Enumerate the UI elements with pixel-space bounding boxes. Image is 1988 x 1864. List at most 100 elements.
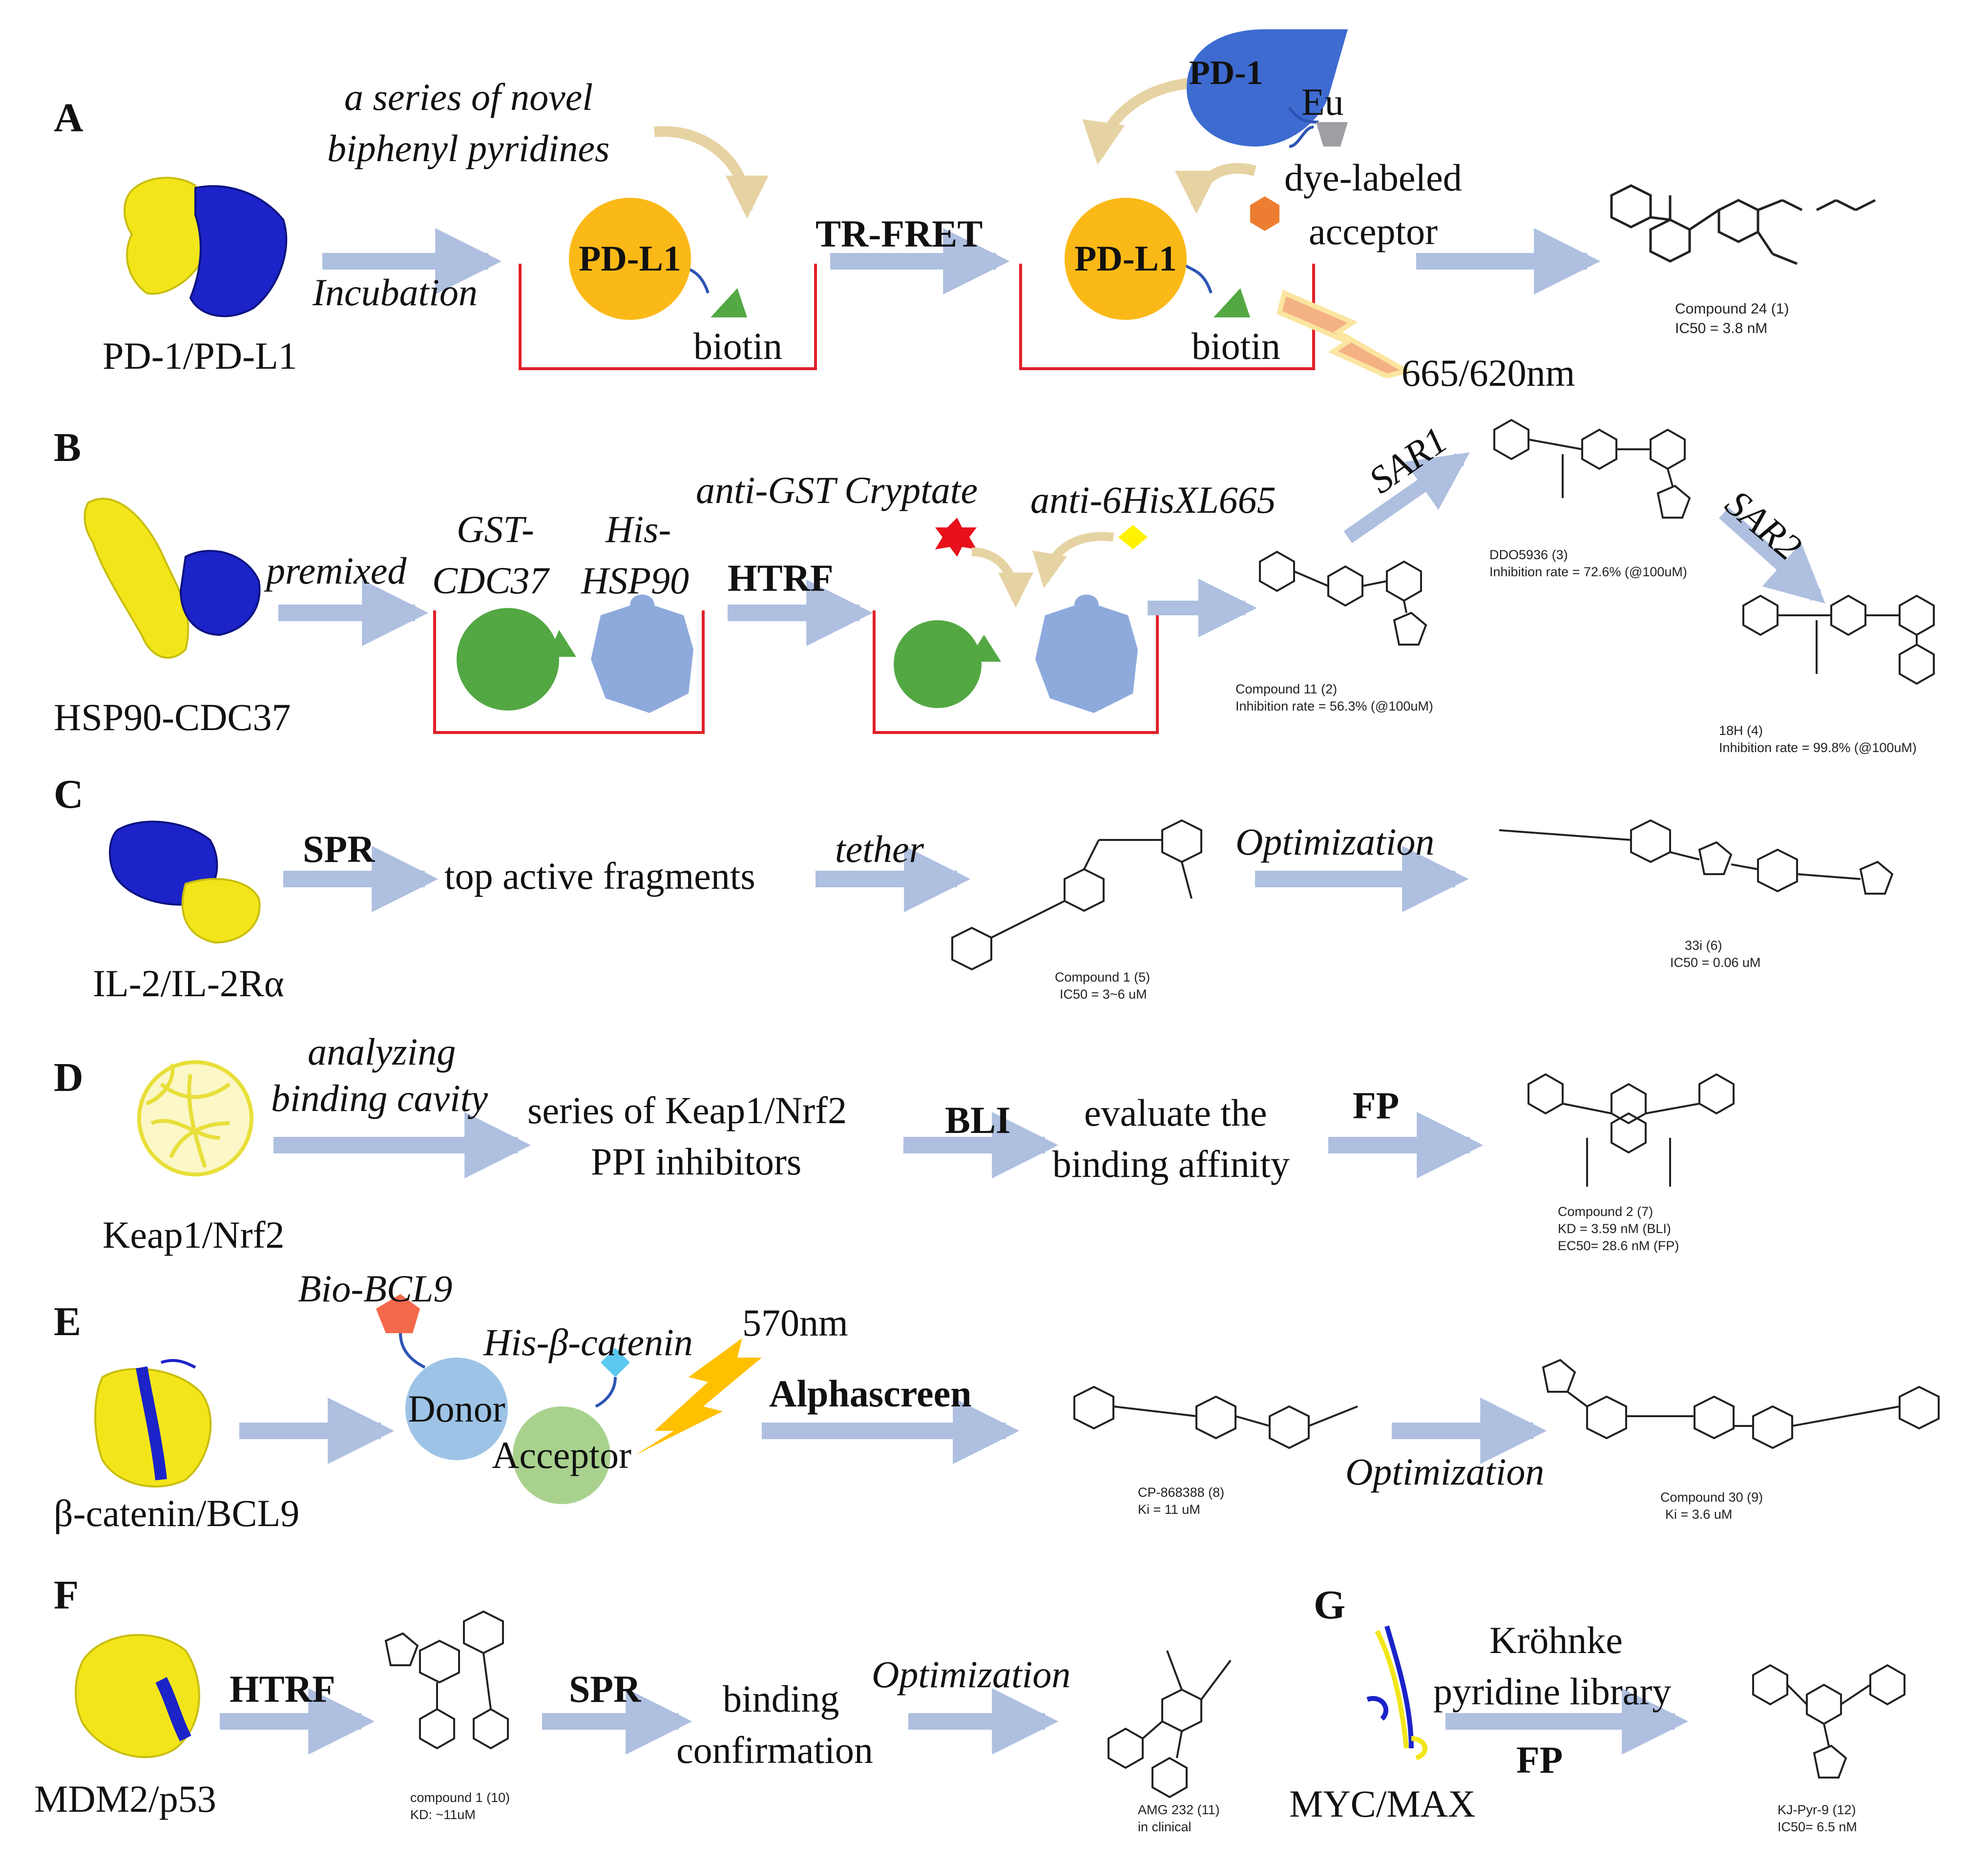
compound-9-name: Compound 30 (9) xyxy=(1660,1490,1763,1505)
panel-a-ligand-line1: a series of novel xyxy=(344,76,593,118)
krohnke-line2: pyridine library xyxy=(1433,1670,1672,1713)
donor-bead: Donor xyxy=(405,1358,508,1460)
panel-b-letter: B xyxy=(54,425,82,470)
premixed-label: premixed xyxy=(266,549,407,592)
panel-e-graphics xyxy=(94,1294,1940,1488)
acceptor-label: Acceptor xyxy=(492,1434,631,1476)
panel-f-protein-label: MDM2/p53 xyxy=(34,1778,216,1820)
panel-b-graphics xyxy=(84,419,1935,734)
compound-7-value2: EC50= 28.6 nM (FP) xyxy=(1558,1238,1679,1253)
optimization-label-c: Optimization xyxy=(1235,820,1435,863)
curved-arrow-a2 xyxy=(1082,78,1193,165)
wavelength-label-a: 665/620nm xyxy=(1402,352,1575,394)
fp-label-d: FP xyxy=(1353,1084,1400,1127)
gst-tag-b1 xyxy=(547,630,576,657)
compound-12-value: IC50= 6.5 nM xyxy=(1778,1820,1857,1834)
gst-cdc37-line2: CDC37 xyxy=(432,559,549,602)
binding-line1: binding xyxy=(723,1677,839,1720)
curved-arrow-b1 xyxy=(971,547,1033,608)
panel-a-protein-label: PD-1/PD-L1 xyxy=(103,335,297,377)
his-hsp90-shape-b1 xyxy=(591,594,693,713)
fp-label-g: FP xyxy=(1516,1738,1563,1781)
compound-2-name: Compound 11 (2) xyxy=(1235,682,1338,696)
donor-label: Donor xyxy=(408,1387,505,1430)
anti-gst-cryptate-label: anti-GST Cryptate xyxy=(696,469,978,511)
compound-11-name: AMG 232 (11) xyxy=(1138,1802,1220,1817)
acceptor-line2: acceptor xyxy=(1309,210,1438,252)
tether-pd1-eu xyxy=(1288,106,1319,124)
bio-pentagon xyxy=(376,1294,420,1333)
lightning-a xyxy=(1277,290,1413,379)
compound-1-name: Compound 24 (1) xyxy=(1675,301,1789,317)
panel-b-protein-label: HSP90-CDC37 xyxy=(54,696,291,738)
anti-6his-label: anti-6HisXL665 xyxy=(1030,479,1276,521)
compound-8-value: Ki = 11 uM xyxy=(1138,1502,1200,1517)
his-hsp90-shape-b2 xyxy=(1035,594,1138,713)
series-line2: PPI inhibitors xyxy=(591,1140,802,1183)
compound-7-structure xyxy=(1528,1073,1735,1187)
compound-11-structure xyxy=(1108,1650,1232,1799)
pd1-pdl1-protein-structure xyxy=(124,177,288,317)
biotin-triangle-a2 xyxy=(1214,288,1250,317)
compound-4-value: Inhibition rate = 99.8% (@100uM) xyxy=(1719,740,1917,755)
his-hsp90-line1: His- xyxy=(606,508,671,550)
panel-a-incubation-label: Incubation xyxy=(313,271,478,314)
htrf-label-b: HTRF xyxy=(728,557,834,599)
spr-label-c: SPR xyxy=(303,828,375,870)
panel-e-letter: E xyxy=(54,1299,82,1344)
gst-cdc37-circle xyxy=(457,608,559,711)
il2-protein-structure xyxy=(109,820,261,944)
panel-g-protein-label: MYC/MAX xyxy=(1289,1782,1476,1825)
compound-4-name: 18H (4) xyxy=(1719,723,1763,738)
panel-d-protein-label: Keap1/Nrf2 xyxy=(103,1214,285,1256)
top-active-fragments-label: top active fragments xyxy=(444,855,755,897)
panel-c-letter: C xyxy=(54,772,84,817)
bracket-a1 xyxy=(519,264,817,370)
binding-line2: confirmation xyxy=(676,1729,873,1771)
biotin-label-2: biotin xyxy=(1192,325,1281,367)
panel-e-protein-label: β-catenin/BCL9 xyxy=(54,1492,300,1534)
compound-1-structure xyxy=(1610,184,1876,265)
acceptor-line1: dye-labeled xyxy=(1284,156,1462,199)
arrow-sar1 xyxy=(1343,452,1470,544)
compound-8-name: CP-868388 (8) xyxy=(1138,1485,1225,1500)
compound-4-structure xyxy=(1742,594,1935,685)
tether-his xyxy=(595,1377,617,1408)
eu-label-pentagon xyxy=(1316,122,1348,147)
compound-3-value: Inhibition rate = 72.6% (@100uM) xyxy=(1489,565,1687,579)
bli-label: BLI xyxy=(945,1099,1011,1141)
acceptor-bead: Acceptor xyxy=(492,1406,631,1504)
compound-11-value: in clinical xyxy=(1138,1820,1192,1834)
wavelength-label-e: 570nm xyxy=(742,1301,848,1344)
compound-2-value: Inhibition rate = 56.3% (@100uM) xyxy=(1235,699,1433,713)
pd1-shape xyxy=(1187,29,1348,147)
panel-g-letter: G xyxy=(1314,1582,1346,1628)
panel-f-letter: F xyxy=(54,1572,79,1618)
keap1-protein-structure xyxy=(137,1060,253,1176)
optimization-label-e: Optimization xyxy=(1345,1450,1545,1493)
gst-cdc37-line1: GST- xyxy=(457,508,534,550)
panel-a-graphics xyxy=(124,29,1876,379)
tether-label: tether xyxy=(835,828,924,870)
panel-g-graphics xyxy=(1366,1625,1905,1779)
bracket-b1 xyxy=(433,610,705,734)
pd-1-label: PD-1 xyxy=(1189,54,1263,92)
pd-l1-circle-2: PD-L1 xyxy=(1065,198,1187,320)
biotin-label-1: biotin xyxy=(693,325,783,367)
his-hsp90-line2: HSP90 xyxy=(581,559,689,602)
panel-d-letter: D xyxy=(54,1055,84,1100)
bracket-b2 xyxy=(873,610,1159,734)
compound-6-value: IC50 = 0.06 uM xyxy=(1670,955,1761,970)
analyzing-line2: binding cavity xyxy=(271,1077,488,1119)
beta-catenin-protein-structure xyxy=(94,1359,212,1488)
curved-arrow-b2 xyxy=(1032,532,1114,588)
panel-c-protein-label: IL-2/IL-2Rα xyxy=(93,962,284,1005)
lightning-e xyxy=(635,1338,762,1455)
compound-7-name: Compound 2 (7) xyxy=(1558,1204,1653,1219)
bio-bcl9-label: Bio-BCL9 xyxy=(298,1267,453,1310)
compound-3-structure xyxy=(1493,419,1691,519)
compound-12-name: KJ-Pyr-9 (12) xyxy=(1778,1802,1856,1817)
panel-a-ligand-line2: biphenyl pyridines xyxy=(327,127,610,169)
hsp90-cdc37-protein-structure xyxy=(84,498,261,659)
